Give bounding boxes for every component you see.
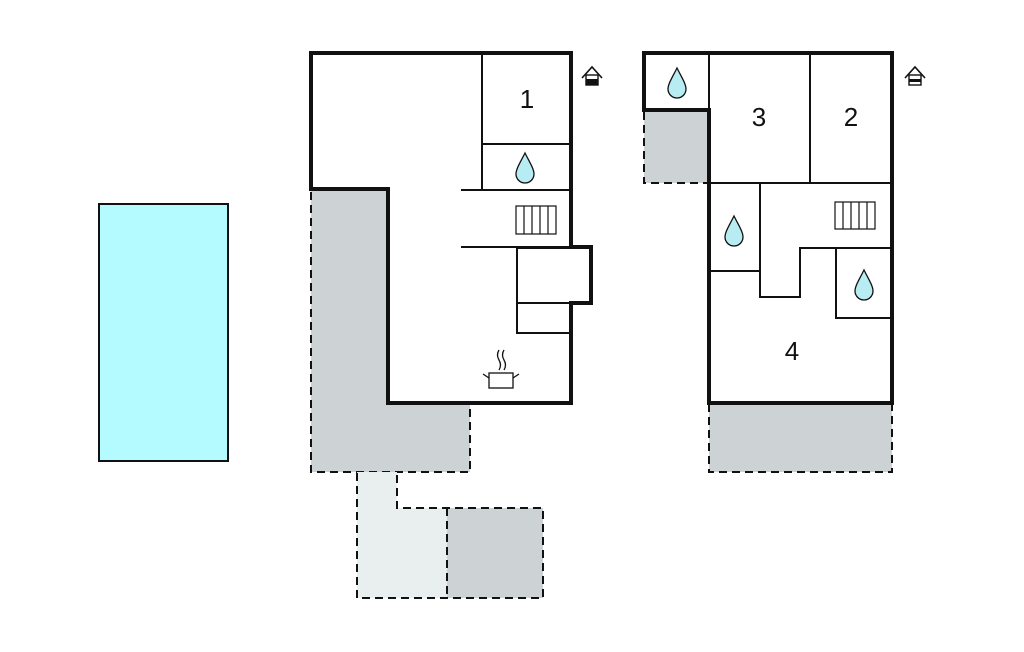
house-entrance-icon — [904, 65, 926, 86]
terrace-right-bottom — [708, 403, 893, 473]
building-left — [309, 51, 593, 405]
stairs-icon — [834, 201, 876, 230]
room-label-1: 1 — [520, 84, 534, 114]
stairs-icon — [515, 205, 557, 235]
room-label-3: 3 — [752, 102, 766, 132]
water-drop-icon — [667, 66, 687, 99]
water-drop-icon — [724, 214, 744, 247]
cooking-pot-icon — [482, 349, 520, 389]
pool — [98, 203, 229, 462]
house-entrance-icon — [581, 65, 603, 86]
building-right — [642, 51, 894, 405]
room-label-2: 2 — [844, 102, 858, 132]
water-drop-icon — [854, 268, 874, 301]
room-label-4: 4 — [785, 336, 799, 366]
water-drop-icon — [515, 151, 535, 184]
terrace-lower — [356, 472, 544, 599]
terrace-left — [310, 189, 471, 473]
terrace-right-top — [643, 110, 709, 184]
